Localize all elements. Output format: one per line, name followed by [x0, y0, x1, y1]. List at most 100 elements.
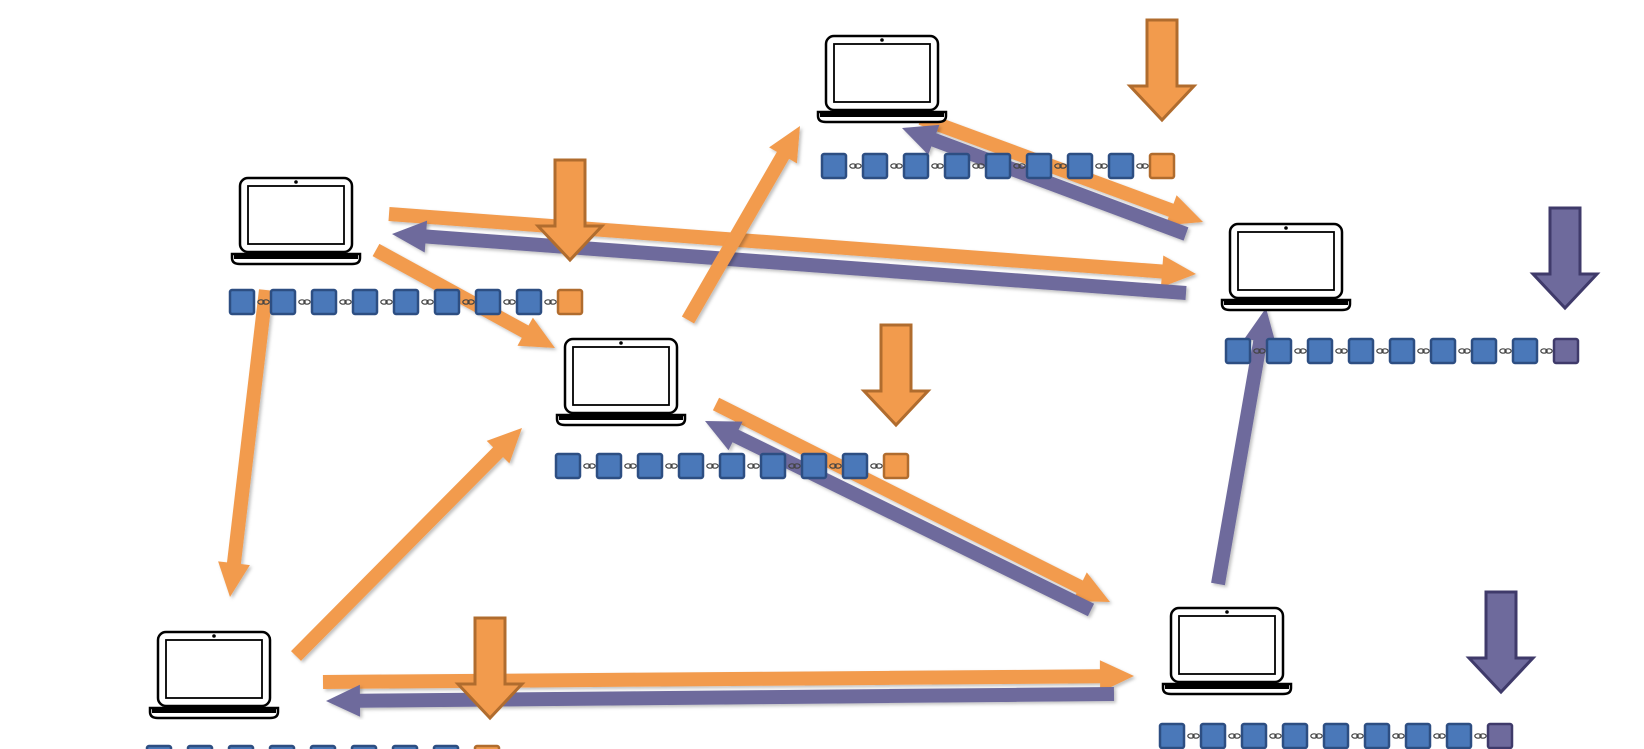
- chain-link-icon: [1269, 733, 1282, 739]
- chain-block: [1199, 722, 1227, 749]
- chain-link-icon: [1499, 348, 1512, 354]
- chain-block: [1107, 152, 1135, 180]
- chain-link-icon: [1540, 348, 1553, 354]
- chain-block: [759, 452, 787, 480]
- incoming-blocks-layer: [454, 18, 1601, 721]
- chain-block: [1281, 722, 1309, 749]
- chain-block: [636, 452, 664, 480]
- laptop-icon: [230, 176, 362, 266]
- edges-layer: [218, 111, 1276, 717]
- chain-block: [861, 152, 889, 180]
- edge-arrow-node-bottom-right-to-node-bottom-left: [326, 684, 1115, 717]
- laptop-screen: [833, 43, 931, 103]
- edge-arrow-node-bottom-right-to-node-top-right: [1211, 308, 1276, 586]
- laptop-keyboard: [820, 112, 944, 117]
- incoming-block-arrow-icon: [1465, 590, 1537, 695]
- incoming-block-arrow-icon: [860, 323, 932, 428]
- laptop-camera: [1225, 610, 1229, 614]
- chain-link-icon: [583, 463, 596, 469]
- chain-link-icon: [1054, 163, 1067, 169]
- laptop-icon: [555, 337, 687, 427]
- chain-link-icon: [1417, 348, 1430, 354]
- chain-tail-block: [1148, 152, 1176, 180]
- chain-block: [269, 288, 297, 316]
- chain-block: [1511, 337, 1539, 365]
- edge-arrow-node-top-right-to-node-top-center: [902, 124, 1189, 241]
- chain-block: [1363, 722, 1391, 749]
- chain-link-icon: [380, 299, 393, 305]
- laptop-camera: [294, 180, 298, 184]
- chain-tail-block: [1486, 722, 1514, 749]
- chain-link-icon: [665, 463, 678, 469]
- chain-link-icon: [503, 299, 516, 305]
- laptop-camera: [880, 38, 884, 42]
- chain-link-icon: [462, 299, 475, 305]
- edge-arrow-node-bottom-left-to-node-bottom-right: [322, 660, 1134, 693]
- chain-block: [800, 452, 828, 480]
- blockchain-chain: [228, 288, 584, 316]
- edge-arrow-node-top-left-to-node-bottom-left: [218, 289, 273, 597]
- chain-tail-block: [473, 744, 501, 749]
- chain-link-icon: [1136, 163, 1149, 169]
- laptop-keyboard: [559, 415, 683, 420]
- chain-link-icon: [1310, 733, 1323, 739]
- chain-block: [1025, 152, 1053, 180]
- chain-block: [1066, 152, 1094, 180]
- chain-block: [228, 288, 256, 316]
- chain-link-icon: [1351, 733, 1364, 739]
- edge-arrow-node-bottom-left-to-node-center: [291, 428, 522, 661]
- chain-block: [391, 744, 419, 749]
- chain-block: [351, 288, 379, 316]
- chain-block: [433, 288, 461, 316]
- chain-link-icon: [788, 463, 801, 469]
- chain-block: [1158, 722, 1186, 749]
- chain-link-icon: [339, 299, 352, 305]
- chain-link-icon: [931, 163, 944, 169]
- laptop-keyboard: [1165, 684, 1289, 689]
- nodes-layer: [145, 34, 1580, 749]
- chain-block: [1404, 722, 1432, 749]
- laptop-icon: [1220, 222, 1352, 312]
- blockchain-chain: [145, 744, 501, 749]
- laptop-screen: [165, 639, 263, 699]
- chain-link-icon: [544, 299, 557, 305]
- chain-block: [1306, 337, 1334, 365]
- chain-block: [268, 744, 296, 749]
- laptop-keyboard: [234, 254, 358, 259]
- chain-tail-block: [556, 288, 584, 316]
- chain-link-icon: [870, 463, 883, 469]
- chain-link-icon: [890, 163, 903, 169]
- edge-arrow-node-bottom-right-to-node-center: [705, 421, 1095, 617]
- edge-arrow-node-top-left-to-node-center: [372, 243, 555, 348]
- chain-block: [227, 744, 255, 749]
- blockchain-chain: [1158, 722, 1514, 749]
- chain-block: [1470, 337, 1498, 365]
- chain-block: [1224, 337, 1252, 365]
- chain-block: [1265, 337, 1293, 365]
- chain-tail-block: [882, 452, 910, 480]
- chain-block: [186, 744, 214, 749]
- chain-block: [820, 152, 848, 180]
- chain-block: [595, 452, 623, 480]
- chain-link-icon: [1253, 348, 1266, 354]
- chain-link-icon: [1376, 348, 1389, 354]
- chain-link-icon: [1294, 348, 1307, 354]
- chain-link-icon: [1474, 733, 1487, 739]
- blockchain-chain: [554, 452, 910, 480]
- chain-block: [515, 288, 543, 316]
- laptop-camera: [619, 341, 623, 345]
- chain-block: [841, 452, 869, 480]
- chain-link-icon: [747, 463, 760, 469]
- incoming-block-arrow-icon: [454, 616, 526, 721]
- chain-block: [1347, 337, 1375, 365]
- edge-arrow-node-center-to-node-top-center: [681, 126, 800, 324]
- chain-link-icon: [624, 463, 637, 469]
- laptop-keyboard: [152, 708, 276, 713]
- chain-link-icon: [1095, 163, 1108, 169]
- chain-block: [1240, 722, 1268, 749]
- laptop-screen: [247, 185, 345, 245]
- chain-link-icon: [829, 463, 842, 469]
- incoming-block-arrow-icon: [534, 158, 606, 263]
